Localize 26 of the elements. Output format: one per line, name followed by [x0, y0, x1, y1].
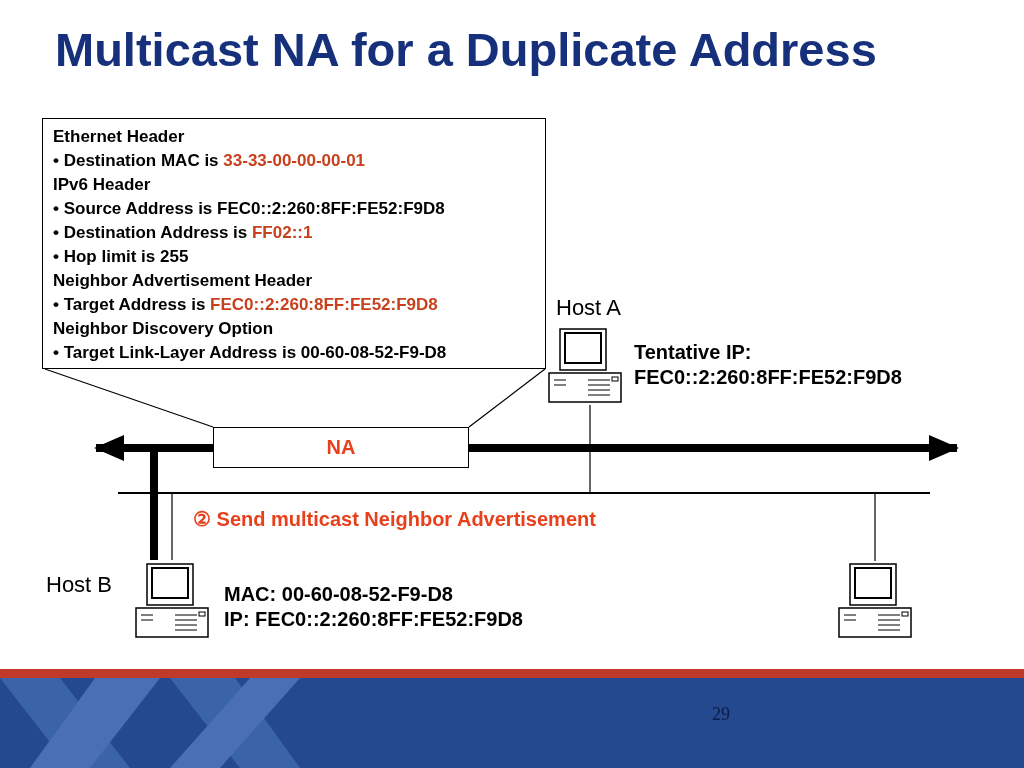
packet-field-text: • Target Address is FEC0::2:260:8FF:FE52:F9D8: [53, 294, 439, 316]
address-text: IP: FEC0::2:260:8FF:FE52:F9D8: [224, 607, 524, 632]
packet-field-text: • Source Address is FEC0::2:260:8FF:FE52:F9D8: [53, 198, 446, 220]
packet-field-text: Neighbor Discovery Option: [53, 318, 275, 340]
page-number: 29: [712, 704, 730, 725]
packet-box: NA: [213, 427, 469, 468]
slide-title: Multicast NA for a Duplicate Address: [55, 22, 877, 77]
packet-field-text: Neighbor Advertisement Header: [53, 270, 314, 292]
network-cable: [874, 493, 876, 562]
packet-field-text: • Hop limit is 255: [53, 246, 190, 268]
host-label: Host A: [556, 295, 621, 321]
thick-arrow: [469, 435, 959, 461]
network-cable: [171, 493, 173, 561]
callout-box: [42, 118, 546, 369]
callout-pointer: [44, 368, 546, 428]
packet-field-text: • Destination Address is FF02::1: [53, 222, 314, 244]
packet-field-text: Ethernet Header: [53, 126, 186, 148]
network-line: [118, 492, 930, 494]
packet-field-text: • Destination MAC is 33-33-00-00-00-01: [53, 150, 367, 172]
packet-field-text: IPv6 Header: [53, 174, 152, 196]
network-cable: [589, 404, 591, 493]
step-text: ② Send multicast Neighbor Advertisement: [193, 507, 596, 531]
host-label: Host B: [46, 572, 113, 598]
address-text: MAC: 00-60-08-52-F9-D8: [224, 582, 454, 607]
packet-field-text: • Target Link-Layer Address is 00-60-08-52-F9-D8: [53, 342, 448, 364]
address-text: Tentative IP: FEC0::2:260:8FF:FE52:F9D8: [634, 340, 903, 390]
